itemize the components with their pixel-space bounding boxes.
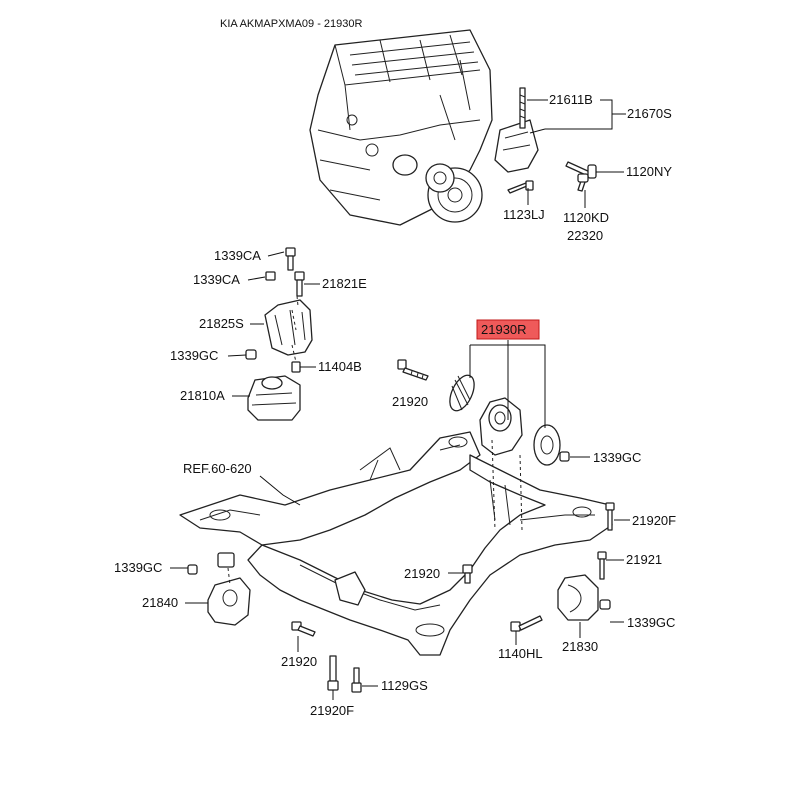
label-21920-a: 21920 <box>392 394 428 409</box>
label-22320: 22320 <box>567 228 603 243</box>
highlight-box-21930R <box>476 319 540 340</box>
nut-1339GC-right <box>559 451 570 462</box>
engine-bracket-21670S <box>494 87 539 173</box>
label-21930R: 21930R <box>481 322 527 337</box>
label-21840: 21840 <box>142 595 178 610</box>
engine-illustration <box>309 29 493 226</box>
bolt-21920-lower <box>291 621 316 637</box>
label-21920F-right: 21920F <box>632 513 676 528</box>
mount-21830 <box>557 574 611 621</box>
label-REF-60-620: REF.60-620 <box>183 461 252 476</box>
label-1339CA-b: 1339CA <box>193 272 240 287</box>
bolt-21920F-bottom <box>327 655 339 691</box>
bolt-21921 <box>597 551 607 580</box>
bolt-21920-middle <box>462 564 473 584</box>
label-1339GC-right: 1339GC <box>593 450 641 465</box>
label-21611B: 21611B <box>549 92 593 107</box>
label-21810A: 21810A <box>180 388 225 403</box>
bolt-1140HL <box>510 615 543 632</box>
mount-21930R <box>479 397 523 456</box>
bushing <box>533 424 561 466</box>
label-21920-b: 21920 <box>404 566 440 581</box>
bolt-21920-upper <box>397 359 429 381</box>
label-1120KD: 1120KD <box>563 210 609 225</box>
label-1339CA-a: 1339CA <box>214 248 261 263</box>
mount-21810A <box>247 375 301 421</box>
label-1339GC-br: 1339GC <box>627 615 675 630</box>
label-1140HL: 1140HL <box>498 646 543 661</box>
label-21830: 21830 <box>562 639 598 654</box>
label-11404B: 11404B <box>318 359 362 374</box>
bolt-1129GS <box>351 667 362 693</box>
bolt-1120KD <box>577 173 589 192</box>
label-21825S: 21825S <box>199 316 244 331</box>
label-21920-c: 21920 <box>281 654 317 669</box>
bolt-1123LJ <box>507 180 534 194</box>
bolt-21920F-right <box>605 502 615 531</box>
bracket-21825S <box>264 299 313 356</box>
label-21921: 21921 <box>626 552 662 567</box>
bolt-1339CA-top <box>285 247 296 271</box>
label-21821E: 21821E <box>322 276 367 291</box>
bolt-21821E <box>294 271 305 297</box>
mount-21840 <box>207 552 251 626</box>
label-1339GC-lower: 1339GC <box>114 560 162 575</box>
label-21920F-bottom: 21920F <box>310 703 354 718</box>
leader-lines <box>170 99 630 700</box>
nut-1339GC-left <box>245 349 257 360</box>
label-1120NY: 1120NY <box>626 164 672 179</box>
diagram-title: KIA AKMAPXMA09 - 21930R <box>220 18 363 30</box>
washer-plate <box>449 374 475 412</box>
part-labels: 21611B 21670S 1120NY 1123LJ 1120KD 22320… <box>114 92 676 718</box>
label-1339GC-left: 1339GC <box>170 348 218 363</box>
nut-11404B <box>291 361 301 373</box>
bolt-1339CA-mid <box>265 271 276 281</box>
nut-1339GC-lower <box>187 564 198 575</box>
label-1123LJ: 1123LJ <box>503 207 545 222</box>
label-21670S: 21670S <box>627 106 672 121</box>
subframe <box>179 431 613 656</box>
label-1129GS: 1129GS <box>381 678 428 693</box>
